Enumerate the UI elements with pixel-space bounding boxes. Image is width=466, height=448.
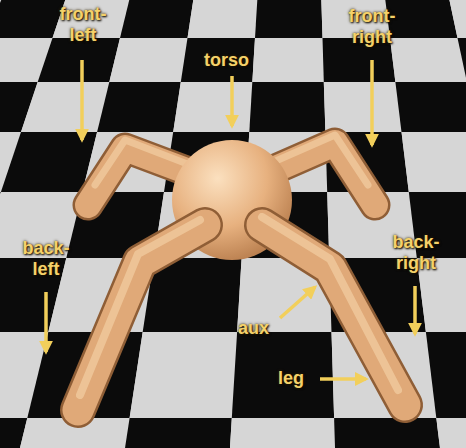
part-label: leg xyxy=(278,368,304,389)
floor-tile xyxy=(97,82,181,132)
floor-tile xyxy=(334,418,449,448)
floor-tile xyxy=(232,332,334,418)
floor-tile xyxy=(402,132,466,192)
floor-tile xyxy=(181,38,255,82)
part-label: front-right xyxy=(340,6,404,48)
floor-tile xyxy=(21,82,109,132)
floor-tile xyxy=(458,38,466,82)
leader-arrow xyxy=(370,60,374,145)
floor-tile xyxy=(255,0,323,38)
floor-tile xyxy=(173,82,252,132)
leader-arrows xyxy=(46,60,415,379)
part-label: torso xyxy=(204,50,249,71)
robot-body xyxy=(78,135,405,410)
floor-tile xyxy=(390,38,466,82)
leader-arrow xyxy=(230,76,234,126)
floor-tile xyxy=(249,82,325,132)
floor-tile xyxy=(109,38,187,82)
floor-tile xyxy=(188,0,258,38)
floor-tile xyxy=(120,0,195,38)
part-label: front-left xyxy=(54,4,112,46)
floor-tile xyxy=(324,82,402,132)
floor-tile xyxy=(1,132,97,192)
floor-tile xyxy=(436,418,466,448)
part-label: back-right xyxy=(384,232,448,274)
floor-tile xyxy=(114,418,232,448)
floor-tile xyxy=(447,0,466,38)
leader-arrow xyxy=(280,287,315,318)
leader-arrow xyxy=(44,292,48,352)
floor-tile xyxy=(395,82,466,132)
part-label: aux xyxy=(238,318,269,339)
floor-tile xyxy=(426,332,466,418)
part-label: back-left xyxy=(18,238,74,280)
leader-arrow xyxy=(80,60,84,140)
floor-tile xyxy=(130,332,238,418)
leader-arrow xyxy=(320,377,366,381)
floor-tile xyxy=(252,38,323,82)
floor-tile xyxy=(226,418,338,448)
leader-arrow xyxy=(413,286,417,334)
